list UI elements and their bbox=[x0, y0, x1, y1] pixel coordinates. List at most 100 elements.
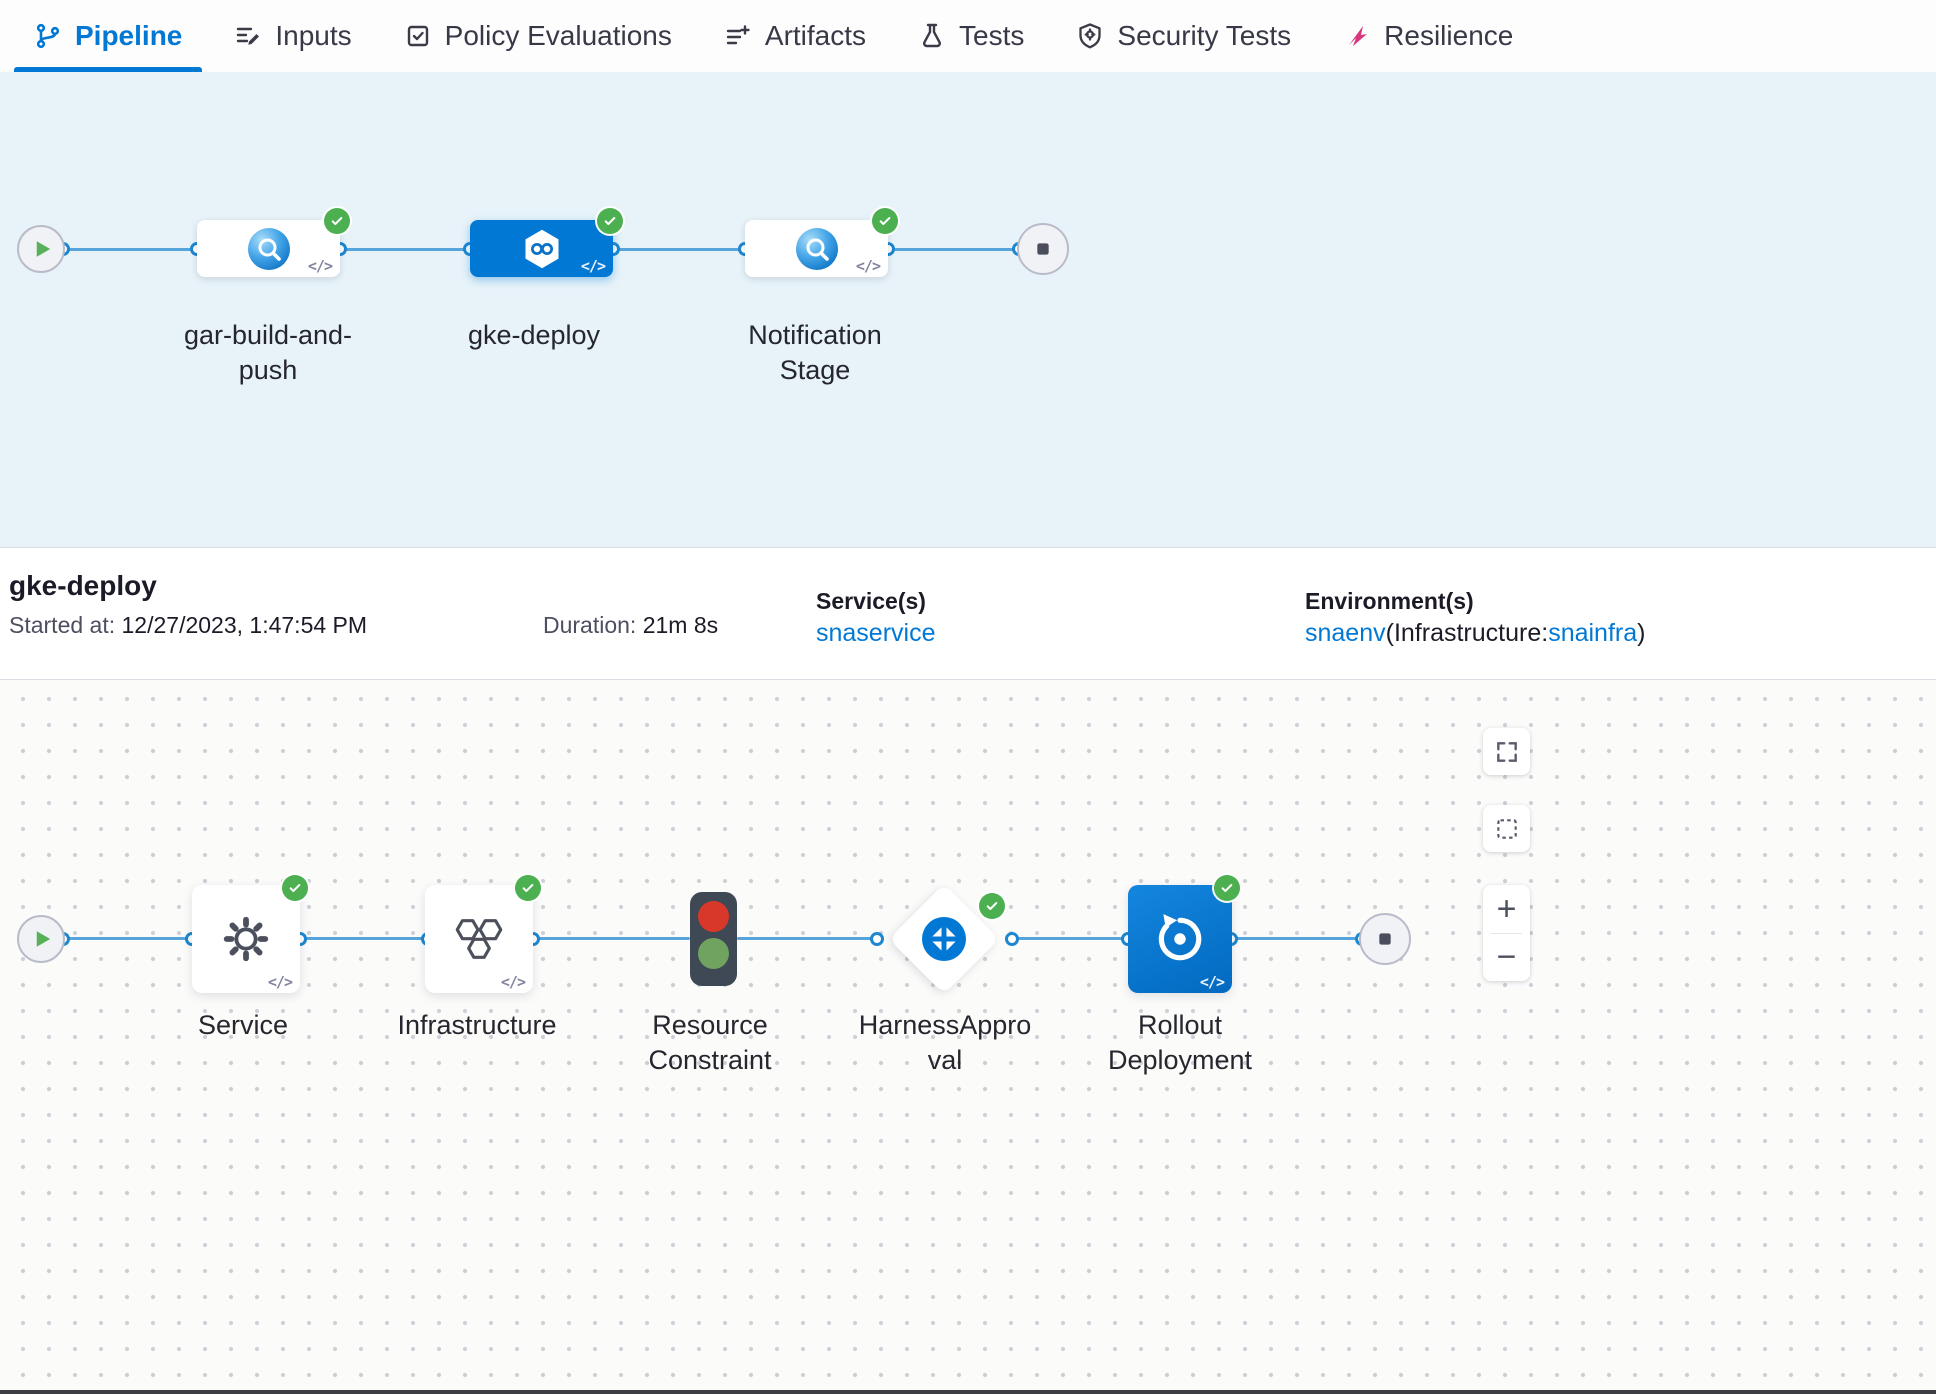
stage-card-gar-build-and-push[interactable]: </> bbox=[197, 220, 340, 277]
tab-policy-evaluations[interactable]: Policy Evaluations bbox=[378, 0, 698, 72]
yaml-code-chip[interactable]: </> bbox=[1200, 973, 1224, 991]
play-icon bbox=[24, 922, 58, 956]
stage-label: Notification Stage bbox=[735, 318, 895, 388]
step-service[interactable]: </> bbox=[192, 885, 300, 993]
resilience-icon bbox=[1343, 22, 1371, 50]
pipeline-start-node bbox=[17, 225, 65, 273]
execution-tab-bar: Pipeline Inputs Policy Evaluations Artif… bbox=[0, 0, 1936, 72]
bottom-panel-edge bbox=[0, 1390, 1936, 1394]
started-label: Started at: bbox=[9, 612, 115, 638]
execution-end-node bbox=[1359, 913, 1411, 965]
custom-stage-icon bbox=[795, 227, 839, 271]
started-value: 12/27/2023, 1:47:54 PM bbox=[122, 612, 368, 638]
artifacts-icon bbox=[724, 22, 752, 50]
tab-pipeline[interactable]: Pipeline bbox=[8, 0, 208, 72]
tab-inputs[interactable]: Inputs bbox=[208, 0, 377, 72]
step-infrastructure[interactable]: </> bbox=[425, 885, 533, 993]
edge bbox=[340, 248, 470, 251]
connector-dot bbox=[1005, 932, 1019, 946]
edge bbox=[1012, 937, 1128, 940]
tab-label: Resilience bbox=[1384, 20, 1513, 52]
stage-graph-canvas[interactable]: </> </> </> gar-build-and-push gke-deplo… bbox=[0, 72, 1936, 547]
success-check-icon bbox=[282, 875, 308, 901]
execution-start-node bbox=[17, 915, 65, 963]
tab-label: Artifacts bbox=[765, 20, 866, 52]
pipeline-icon bbox=[34, 22, 62, 50]
edge bbox=[1231, 937, 1362, 940]
marquee-select-button[interactable] bbox=[1483, 805, 1530, 852]
environments-header: Environment(s) bbox=[1305, 588, 1474, 615]
policy-evaluations-icon bbox=[404, 22, 432, 50]
traffic-light-red bbox=[698, 901, 729, 932]
stage-details-bar: gke-deploy Started at: 12/27/2023, 1:47:… bbox=[0, 547, 1936, 680]
tests-flask-icon bbox=[918, 22, 946, 50]
stage-card-notification-stage[interactable]: </> bbox=[745, 220, 888, 277]
yaml-code-chip[interactable]: </> bbox=[581, 257, 605, 275]
zoom-in-button[interactable]: + bbox=[1483, 885, 1530, 933]
edge bbox=[533, 937, 690, 940]
tab-label: Pipeline bbox=[75, 20, 182, 52]
environment-link[interactable]: snaenv bbox=[1305, 619, 1386, 647]
stage-label: gar-build-and-push bbox=[168, 318, 368, 388]
yaml-code-chip[interactable]: </> bbox=[501, 973, 525, 991]
started-at: Started at: 12/27/2023, 1:47:54 PM bbox=[9, 612, 367, 639]
yaml-code-chip[interactable]: </> bbox=[308, 257, 332, 275]
tab-label: Policy Evaluations bbox=[445, 20, 672, 52]
stage-label: gke-deploy bbox=[434, 318, 634, 353]
deploy-stage-icon bbox=[520, 227, 564, 271]
environment-suffix: ) bbox=[1637, 619, 1645, 647]
inputs-icon bbox=[234, 22, 262, 50]
yaml-code-chip[interactable]: </> bbox=[268, 973, 292, 991]
pipeline-end-node bbox=[1017, 223, 1069, 275]
stage-title: gke-deploy bbox=[9, 570, 157, 602]
success-check-icon bbox=[872, 208, 898, 234]
hexagons-icon bbox=[450, 912, 508, 966]
step-label: HarnessApproval bbox=[854, 1008, 1036, 1078]
edge bbox=[613, 248, 745, 251]
approval-icon bbox=[921, 916, 967, 962]
environment-infra-prefix: (Infrastructure: bbox=[1386, 619, 1549, 647]
rollout-icon bbox=[1151, 912, 1209, 966]
service-link[interactable]: snaservice bbox=[816, 619, 936, 647]
tab-security-tests[interactable]: Security Tests bbox=[1050, 0, 1317, 72]
edge bbox=[888, 248, 1019, 251]
fullscreen-button[interactable] bbox=[1483, 728, 1530, 775]
environment-value: snaenv(Infrastructure:snainfra) bbox=[1305, 619, 1645, 648]
security-tests-icon bbox=[1076, 22, 1104, 50]
success-check-icon bbox=[324, 208, 350, 234]
infrastructure-link[interactable]: snainfra bbox=[1548, 619, 1637, 647]
edge bbox=[300, 937, 428, 940]
traffic-light-green bbox=[698, 938, 729, 969]
zoom-controls: + − bbox=[1483, 885, 1530, 981]
stop-icon bbox=[1368, 922, 1402, 956]
stop-icon bbox=[1026, 232, 1060, 266]
edge bbox=[65, 937, 192, 940]
yaml-code-chip[interactable]: </> bbox=[856, 257, 880, 275]
success-check-icon bbox=[1214, 875, 1240, 901]
build-stage-icon bbox=[247, 227, 291, 271]
step-resource-constraint[interactable] bbox=[690, 892, 737, 986]
execution-graph-canvas[interactable]: </> </> </> bbox=[0, 680, 1936, 1394]
step-rollout-deployment[interactable]: </> bbox=[1128, 885, 1232, 993]
success-check-icon bbox=[597, 208, 623, 234]
tab-label: Tests bbox=[959, 20, 1024, 52]
zoom-out-button[interactable]: − bbox=[1483, 934, 1530, 982]
tab-label: Security Tests bbox=[1117, 20, 1291, 52]
stage-card-gke-deploy[interactable]: </> bbox=[470, 220, 613, 277]
step-label: Rollout Deployment bbox=[1105, 1008, 1255, 1078]
play-icon bbox=[24, 232, 58, 266]
edge bbox=[63, 248, 197, 251]
connector-dot bbox=[870, 932, 884, 946]
success-check-icon bbox=[515, 875, 541, 901]
edge bbox=[737, 937, 877, 940]
step-label: Resource Constraint bbox=[640, 1008, 780, 1078]
tab-artifacts[interactable]: Artifacts bbox=[698, 0, 892, 72]
marquee-select-icon bbox=[1494, 816, 1520, 842]
duration: Duration: 21m 8s bbox=[543, 612, 718, 639]
success-check-icon bbox=[979, 893, 1005, 919]
tab-resilience[interactable]: Resilience bbox=[1317, 0, 1539, 72]
tab-label: Inputs bbox=[275, 20, 351, 52]
gear-icon bbox=[217, 912, 275, 966]
tab-tests[interactable]: Tests bbox=[892, 0, 1050, 72]
duration-label: Duration: bbox=[543, 612, 636, 638]
